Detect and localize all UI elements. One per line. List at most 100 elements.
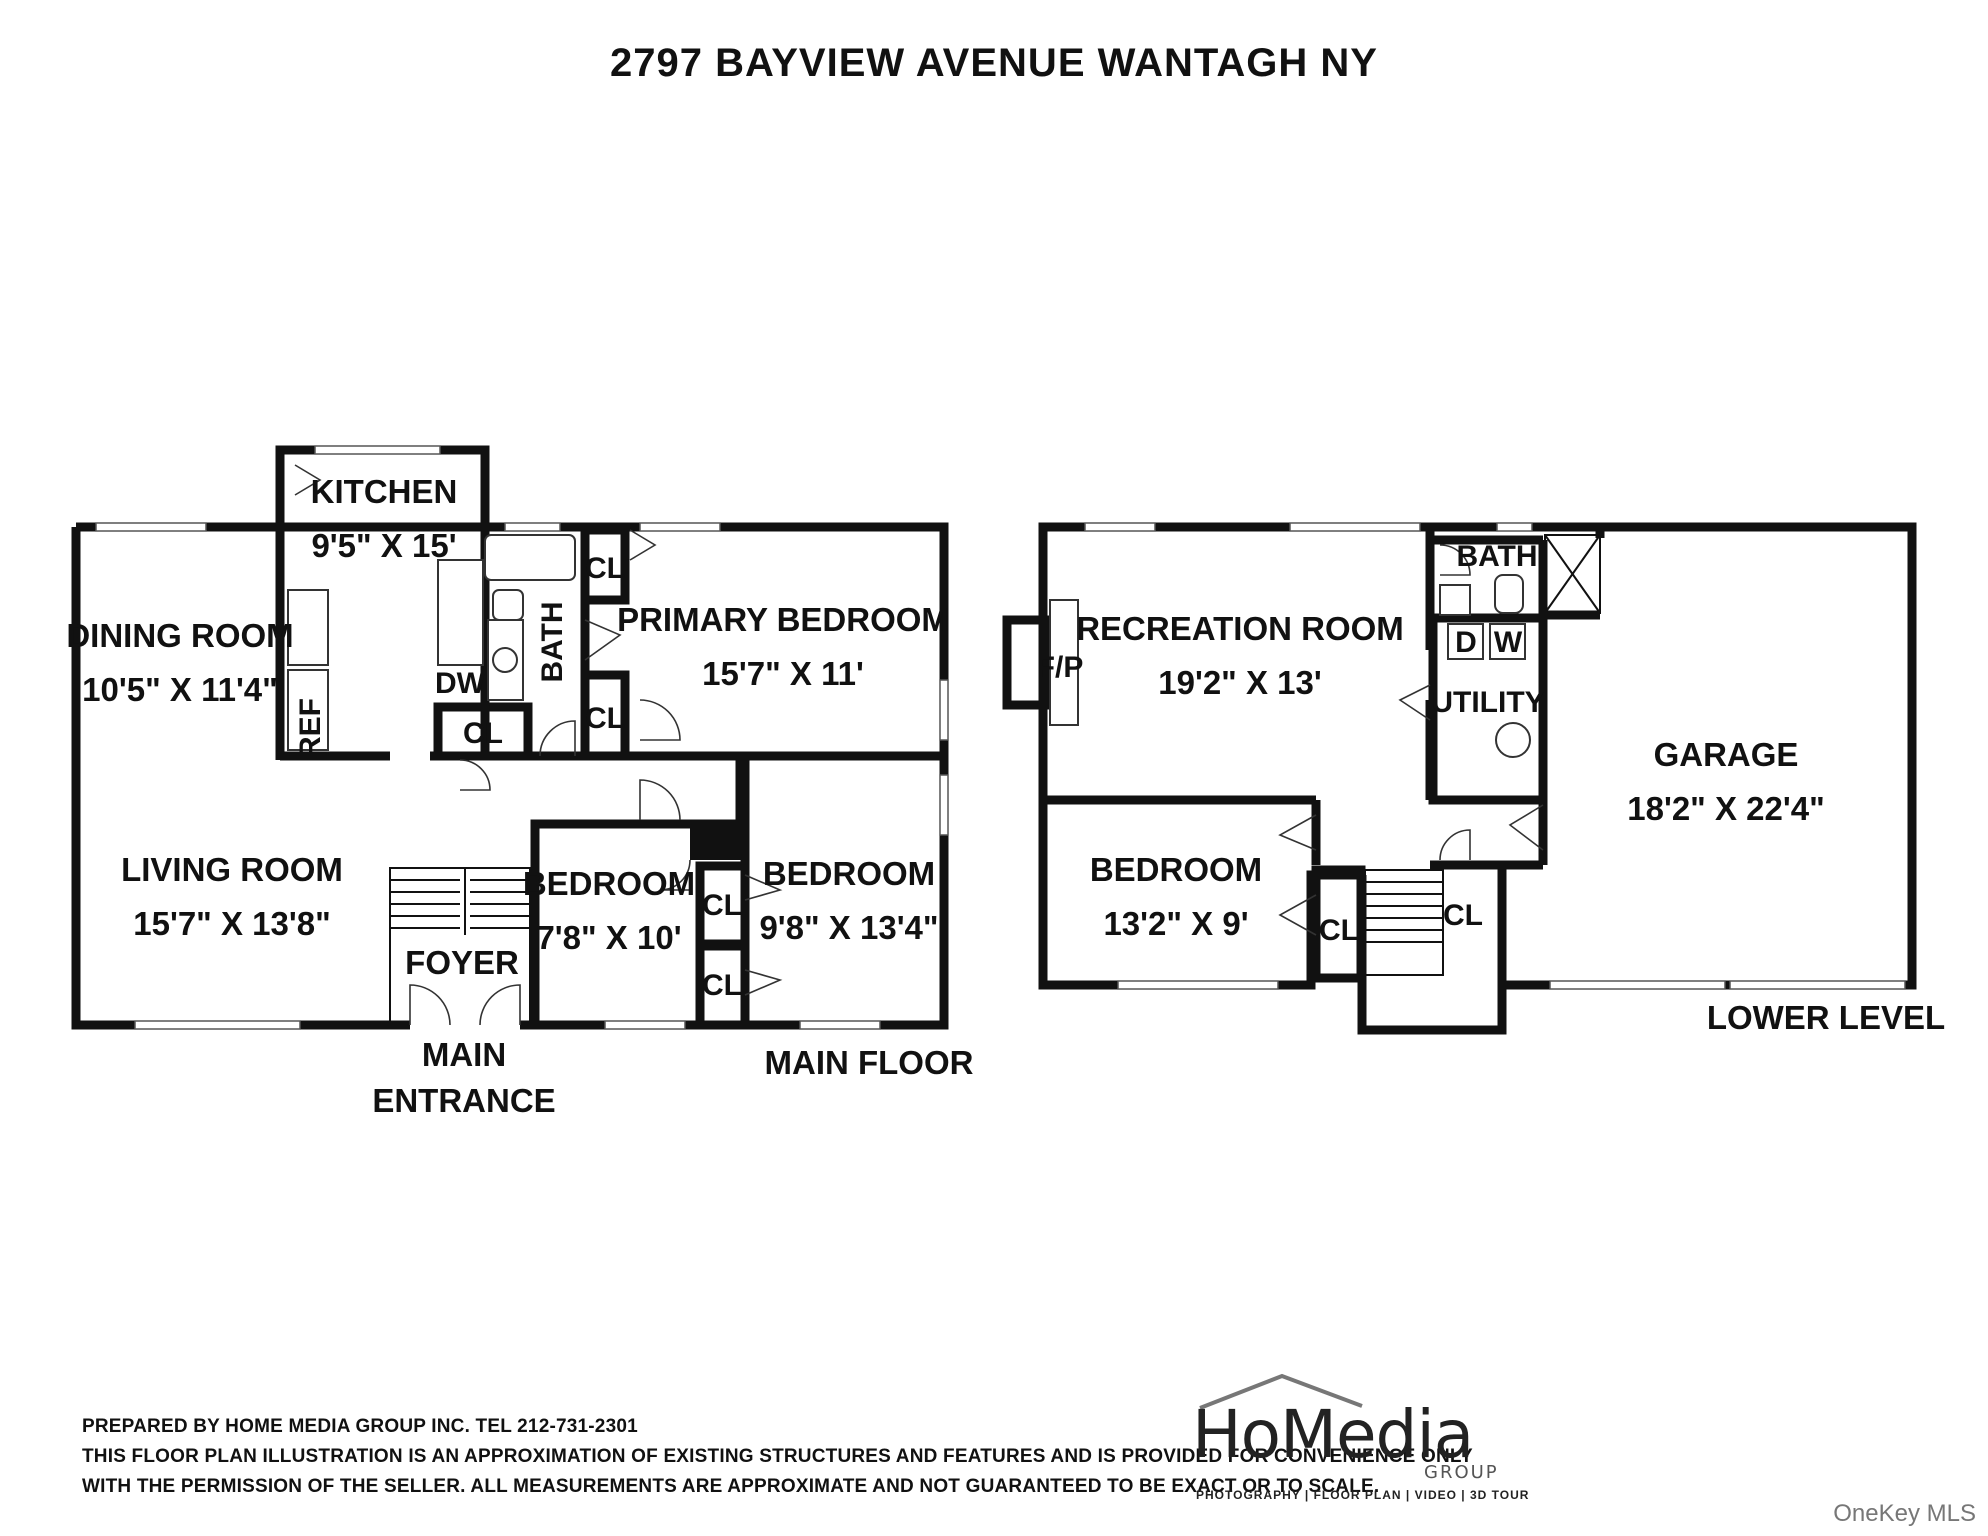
window	[314, 445, 441, 455]
fridge	[287, 669, 329, 751]
main-floor-plan: KITCHEN 9'5" X 15' DINING ROOM 10'5" X 1…	[66, 445, 974, 1119]
fridge-label: REF	[294, 698, 327, 758]
water-heater	[1495, 722, 1531, 758]
bedroom3-name: BEDROOM	[763, 855, 935, 892]
garage-dim: 18'2" X 22'4"	[1627, 790, 1824, 827]
lower-bath-name: BATH	[1456, 540, 1537, 573]
homedia-logo: HoMedia GROUP PHOTOGRAPHY | FLOOR PLAN |…	[1192, 1370, 1528, 1502]
chimney-block	[690, 824, 745, 860]
stair-hall	[1357, 865, 1507, 1035]
sink	[492, 647, 518, 673]
recreation-room-dim: 19'2" X 13'	[1158, 664, 1321, 701]
house-roof-icon	[1199, 1373, 1363, 1410]
main-bath-name: BATH	[536, 601, 569, 682]
closet-label: CL	[585, 702, 625, 735]
fireplace	[1002, 615, 1050, 710]
footer-disclaimer-1: THIS FLOOR PLAN ILLUSTRATION IS AN APPRO…	[82, 1446, 1473, 1467]
closet-label: CL	[585, 552, 625, 585]
main-entrance-line2: ENTRANCE	[372, 1082, 555, 1119]
door-arc	[1278, 814, 1317, 851]
closet-label: CL	[702, 969, 742, 1002]
closet-label: CL	[1319, 914, 1359, 947]
window	[639, 522, 721, 532]
door-arc	[539, 720, 576, 757]
bathtub	[484, 534, 576, 581]
main-entrance-line1: MAIN	[422, 1036, 506, 1073]
dining-dim: 10'5" X 11'4"	[82, 671, 278, 708]
utility-name: UTILITY	[1431, 686, 1544, 719]
logo-wordmark: HoMedia	[1192, 1396, 1474, 1473]
door-arc	[294, 464, 322, 496]
logo-tagline: PHOTOGRAPHY | FLOOR PLAN | VIDEO | 3D TO…	[1196, 1488, 1530, 1502]
mls-watermark: OneKey MLS	[1833, 1500, 1976, 1527]
kitchen-closet	[433, 702, 533, 761]
dryer-label: D	[1455, 626, 1477, 659]
window	[799, 1020, 881, 1030]
window	[95, 522, 207, 532]
footer-prepared-by: PREPARED BY HOME MEDIA GROUP INC. TEL 21…	[82, 1416, 638, 1437]
stove	[287, 589, 329, 666]
closet-label: CL	[702, 889, 742, 922]
hearth	[1049, 599, 1079, 726]
living-room-dim: 15'7" X 13'8"	[133, 905, 330, 942]
bedroom2-name: BEDROOM	[523, 865, 695, 902]
lower-level-plan: RECREATION ROOM 19'2" X 13' GARAGE 18'2"…	[1002, 522, 1945, 1036]
door-arc	[1439, 544, 1471, 576]
primary-bedroom-name: PRIMARY BEDROOM	[617, 601, 949, 638]
closet-label: CL	[1443, 899, 1483, 932]
entrance-opening	[410, 1019, 520, 1031]
window	[1117, 980, 1279, 990]
footer-disclaimer-2: WITH THE PERMISSION OF THE SELLER. ALL M…	[82, 1476, 1380, 1497]
window	[134, 1020, 301, 1030]
lower-sink	[1439, 584, 1471, 616]
door-arc	[459, 759, 491, 791]
recreation-room-name: RECREATION ROOM	[1076, 610, 1404, 647]
plan-title: 2797 BAYVIEW AVENUE WANTAGH NY	[610, 41, 1378, 85]
door-arc	[744, 969, 783, 996]
lower-bedroom-dim: 13'2" X 9'	[1103, 905, 1248, 942]
living-room-name: LIVING ROOM	[121, 851, 343, 888]
door-arc	[659, 859, 691, 891]
primary-closet-2	[580, 670, 630, 761]
kitchen-name: KITCHEN	[311, 473, 458, 510]
lower-stair-treads	[1365, 881, 1443, 943]
window	[939, 679, 949, 741]
door-arc	[584, 619, 622, 661]
garage-name: GARAGE	[1654, 736, 1799, 773]
washer	[1489, 623, 1526, 660]
door-arc	[629, 529, 657, 561]
dining-name: DINING ROOM	[66, 617, 293, 654]
lower-level-label: LOWER LEVEL	[1707, 999, 1945, 1036]
washer-label: W	[1494, 626, 1523, 659]
closet-label: CL	[463, 717, 503, 750]
logo-group-text: GROUP	[1424, 1462, 1499, 1483]
door-arc	[1439, 829, 1471, 861]
door-arc	[409, 984, 451, 1026]
door-arc	[1398, 684, 1431, 721]
door-arc	[744, 874, 783, 901]
dryer	[1447, 623, 1484, 660]
window	[504, 522, 561, 532]
window	[604, 1020, 686, 1030]
bedroom2-dim: 7'8" X 10'	[536, 919, 681, 956]
toilet	[492, 589, 524, 621]
stair-treads	[390, 868, 530, 935]
door-arc	[639, 779, 681, 821]
fireplace-label: F/P	[1037, 651, 1084, 684]
bedroom3-dim: 9'8" X 13'4"	[759, 909, 938, 946]
dishwasher-label: DW	[435, 667, 486, 700]
main-floor-label: MAIN FLOOR	[765, 1044, 974, 1081]
window	[1496, 522, 1533, 532]
primary-bedroom-dim: 15'7" X 11'	[702, 655, 864, 692]
lower-bedroom-name: BEDROOM	[1090, 851, 1262, 888]
door-arc	[1508, 804, 1544, 851]
window	[939, 774, 949, 836]
lower-toilet	[1494, 574, 1524, 614]
counter	[437, 559, 484, 666]
door-arc	[639, 699, 681, 741]
foyer-name: FOYER	[405, 944, 519, 981]
window	[1084, 522, 1156, 532]
primary-closet-1	[580, 525, 630, 605]
door-arc	[1278, 894, 1317, 936]
